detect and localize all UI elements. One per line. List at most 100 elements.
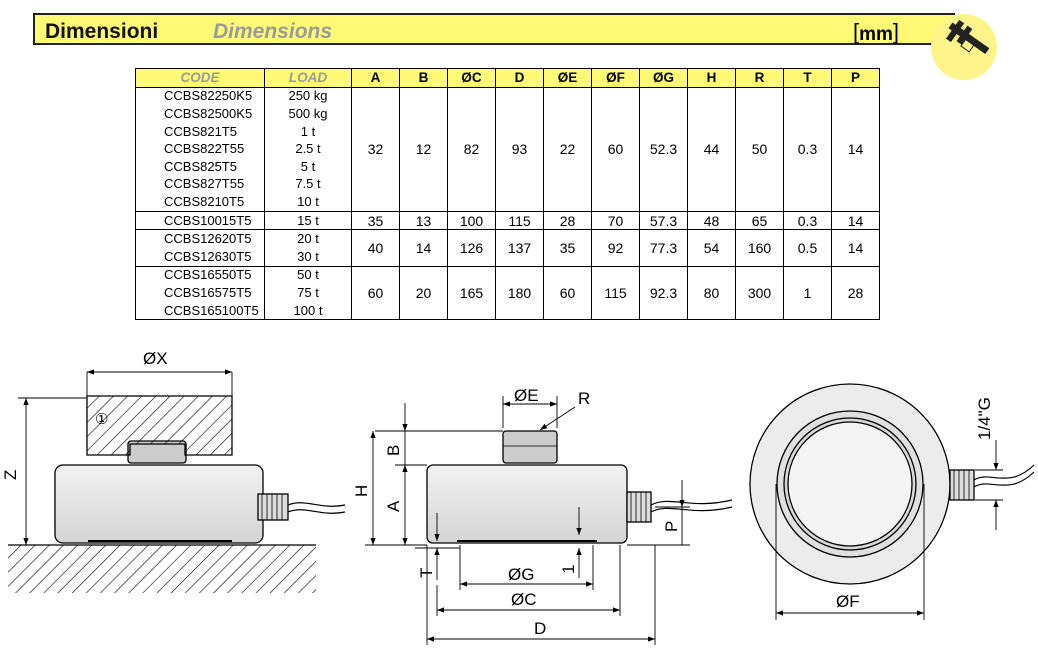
label-a: A <box>384 500 403 512</box>
dimension-cell: 137 <box>495 229 544 267</box>
load-cell: 15 t <box>264 210 352 230</box>
load-cell: 100 t <box>264 301 352 321</box>
column-header: ØC <box>447 68 496 88</box>
dimension-cell: 57.3 <box>639 210 688 231</box>
dimension-cell: 20 <box>399 265 448 321</box>
dimension-cell: 80 <box>687 265 736 321</box>
dimension-cell: 52.3 <box>639 86 688 212</box>
code-cell: CCBS82500K5 <box>135 105 265 123</box>
label-e: ØE <box>514 386 539 405</box>
label-one: 1 <box>559 565 578 574</box>
dimension-cell: 35 <box>543 229 592 267</box>
dimension-cell: 40 <box>351 229 400 267</box>
label-z: Z <box>1 470 20 480</box>
dimension-cell: 92.3 <box>639 265 688 321</box>
column-header: ØE <box>543 68 592 88</box>
column-header: ØF <box>591 68 640 88</box>
dimension-cell: 115 <box>495 210 544 231</box>
label-x: ØX <box>143 349 168 368</box>
dimension-cell: 165 <box>447 265 496 321</box>
dimension-cell: 82 <box>447 86 496 212</box>
column-header: CODE <box>135 68 265 88</box>
code-cell: CCBS82250K5 <box>135 86 265 106</box>
label-p: P <box>662 521 681 532</box>
side-view-dimensions <box>365 396 733 645</box>
dimension-cell: 100 <box>447 210 496 231</box>
load-cell: 10 t <box>264 193 352 212</box>
load-cell: 50 t <box>264 265 352 285</box>
code-cell: CCBS16550T5 <box>135 265 265 285</box>
code-cell: CCBS12630T5 <box>135 247 265 267</box>
column-header: D <box>495 68 544 88</box>
dimension-cell: 28 <box>831 265 880 321</box>
dimension-cell: 60 <box>591 86 640 212</box>
caliper-icon <box>946 19 990 55</box>
load-cell: 1 t <box>264 122 352 141</box>
column-header: LOAD <box>264 68 352 88</box>
dimension-cell: 77.3 <box>639 229 688 267</box>
dimension-cell: 32 <box>351 86 400 212</box>
label-c: ØC <box>511 590 537 609</box>
dimension-cell: 48 <box>687 210 736 231</box>
column-header: R <box>735 68 784 88</box>
label-f: ØF <box>836 592 860 611</box>
dimension-cell: 0.3 <box>783 86 832 212</box>
code-cell: CCBS825T5 <box>135 157 265 176</box>
dimension-cell: 14 <box>831 86 880 212</box>
label-g: ØG <box>508 565 534 584</box>
load-cell: 5 t <box>264 157 352 176</box>
dimension-cell: 180 <box>495 265 544 321</box>
column-header: ØG <box>639 68 688 88</box>
dimension-cell: 13 <box>399 210 448 231</box>
dimension-cell: 14 <box>831 210 880 231</box>
load-cell: 75 t <box>264 284 352 302</box>
dimension-cell: 70 <box>591 210 640 231</box>
dimension-cell: 0.3 <box>783 210 832 231</box>
title-italian: Dimensioni <box>45 20 159 43</box>
load-cell: 7.5 t <box>264 175 352 194</box>
load-cell: 2.5 t <box>264 140 352 158</box>
column-header: T <box>783 68 832 88</box>
dimension-cell: 300 <box>735 265 784 321</box>
dimension-cell: 14 <box>831 229 880 267</box>
dimension-cell: 12 <box>399 86 448 212</box>
dimension-cell: 160 <box>735 229 784 267</box>
dimension-cell: 50 <box>735 86 784 212</box>
label-b: B <box>384 445 403 456</box>
dimension-cell: 0.5 <box>783 229 832 267</box>
code-cell: CCBS10015T5 <box>135 210 265 230</box>
code-cell: CCBS165100T5 <box>135 301 265 321</box>
column-header: P <box>831 68 880 88</box>
dimension-cell: 28 <box>543 210 592 231</box>
label-t: T <box>417 568 436 578</box>
unit-label: [mm] <box>852 19 899 45</box>
side-view-installed <box>8 369 346 593</box>
load-cell: 250 kg <box>264 86 352 106</box>
load-cell: 20 t <box>264 229 352 248</box>
caliper-badge <box>931 14 997 80</box>
dimension-cell: 54 <box>687 229 736 267</box>
code-cell: CCBS16575T5 <box>135 284 265 302</box>
label-r: R <box>578 389 590 408</box>
label-d: D <box>534 619 546 638</box>
column-header: A <box>351 68 400 88</box>
load-cell: 30 t <box>264 247 352 267</box>
label-circle-one: ① <box>95 411 108 428</box>
top-view <box>749 383 1035 620</box>
dimension-cell: 35 <box>351 210 400 231</box>
label-h: H <box>352 485 371 497</box>
dimension-cell: 22 <box>543 86 592 212</box>
